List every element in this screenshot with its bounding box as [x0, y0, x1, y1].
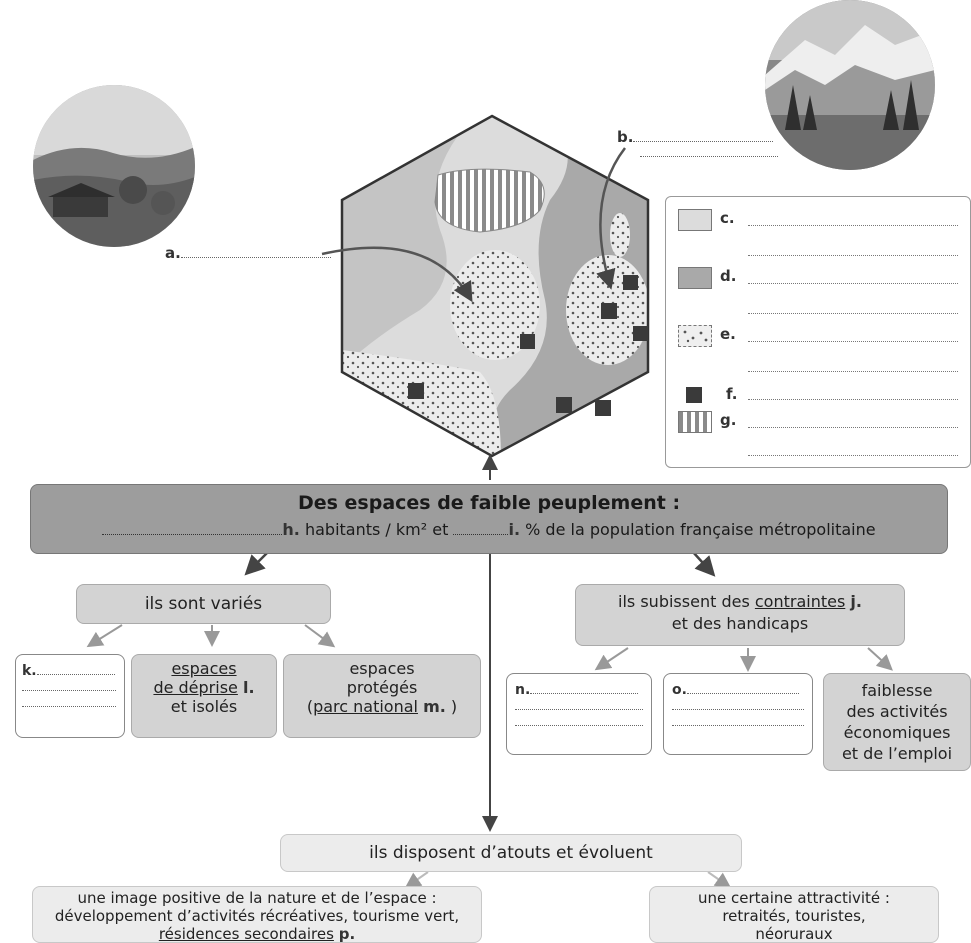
countryside-photo: [33, 85, 195, 247]
main-title-box: Des espaces de faible peuplement : h. ha…: [30, 484, 948, 554]
label-b: b.: [617, 128, 774, 146]
legend-item-c: c.: [678, 209, 735, 231]
main-subtitle: h. habitants / km² et i. % de la populat…: [31, 520, 947, 539]
main-title: Des espaces de faible peuplement :: [297, 492, 681, 514]
box-n: n.: [506, 673, 652, 755]
legend-item-d: d.: [678, 267, 736, 289]
swatch-e: [678, 325, 712, 347]
legend-item-f: f.: [678, 385, 737, 403]
box-image-positive: une image positive de la nature et de l’…: [32, 886, 482, 943]
box-faiblesse: faiblesse des activités économiques et d…: [823, 673, 971, 771]
swatch-g: [678, 411, 712, 433]
box-deprise: espaces de déprise l. et isolés: [131, 654, 277, 738]
box-attractivite: une certaine attractivité : retraités, t…: [649, 886, 939, 943]
varies-box: ils sont variés: [76, 584, 331, 624]
map-legend: c. d. e. f. g.: [665, 196, 971, 468]
legend-item-g: g.: [678, 411, 736, 433]
contraintes-box: ils subissent des contraintes j. et des …: [575, 584, 905, 646]
hexagon-map: [340, 114, 650, 458]
box-protected: espaces protégés (parc national m. ): [283, 654, 481, 738]
atouts-box: ils disposent d’atouts et évoluent: [280, 834, 742, 872]
swatch-c: [678, 209, 712, 231]
swatch-d: [678, 267, 712, 289]
box-k: k.: [15, 654, 125, 738]
legend-item-e: e.: [678, 325, 736, 347]
city-squares: [408, 275, 648, 416]
label-b-line2: [640, 156, 778, 157]
label-a: a.: [165, 244, 331, 262]
box-o: o.: [663, 673, 813, 755]
swatch-f: [686, 387, 702, 403]
